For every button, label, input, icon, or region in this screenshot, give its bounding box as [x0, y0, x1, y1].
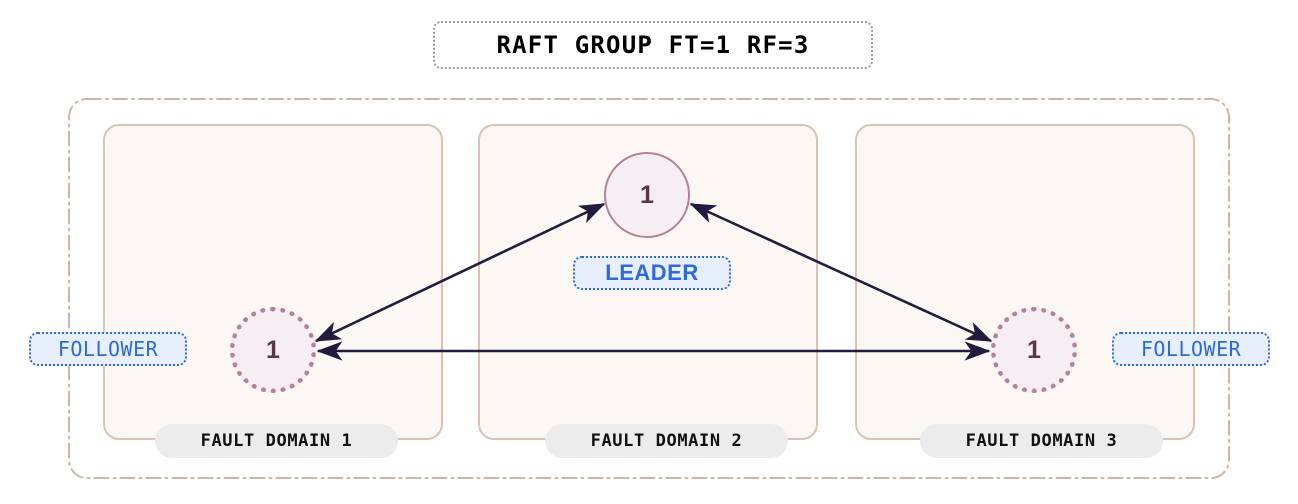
node-term-value: 1	[640, 180, 654, 209]
role-badge-follower-right: FOLLOWER	[1112, 332, 1270, 366]
role-badge-leader: LEADER	[573, 256, 731, 290]
node-term-value: 1	[266, 335, 280, 364]
fault-domain-label-2: FAULT DOMAIN 2	[545, 424, 788, 458]
fault-domain-box-3	[855, 124, 1195, 440]
fault-domain-label-text: FAULT DOMAIN 2	[590, 431, 743, 451]
fault-domain-label-text: FAULT DOMAIN 3	[965, 431, 1118, 451]
role-badge-follower-left: FOLLOWER	[29, 332, 187, 366]
role-badge-label: LEADER	[605, 260, 699, 285]
fault-domain-label-text: FAULT DOMAIN 1	[200, 431, 353, 451]
node-term-value: 1	[1027, 335, 1041, 364]
node-follower-left[interactable]: 1	[230, 307, 316, 393]
node-leader[interactable]: 1	[604, 152, 690, 238]
diagram-title-badge: RAFT GROUP FT=1 RF=3	[433, 21, 873, 69]
role-badge-label: FOLLOWER	[1140, 337, 1242, 361]
fault-domain-label-3: FAULT DOMAIN 3	[920, 424, 1163, 458]
node-follower-right[interactable]: 1	[991, 307, 1077, 393]
page-title: RAFT GROUP FT=1 RF=3	[496, 31, 810, 59]
role-badge-label: FOLLOWER	[57, 337, 159, 361]
fault-domain-label-1: FAULT DOMAIN 1	[155, 424, 398, 458]
